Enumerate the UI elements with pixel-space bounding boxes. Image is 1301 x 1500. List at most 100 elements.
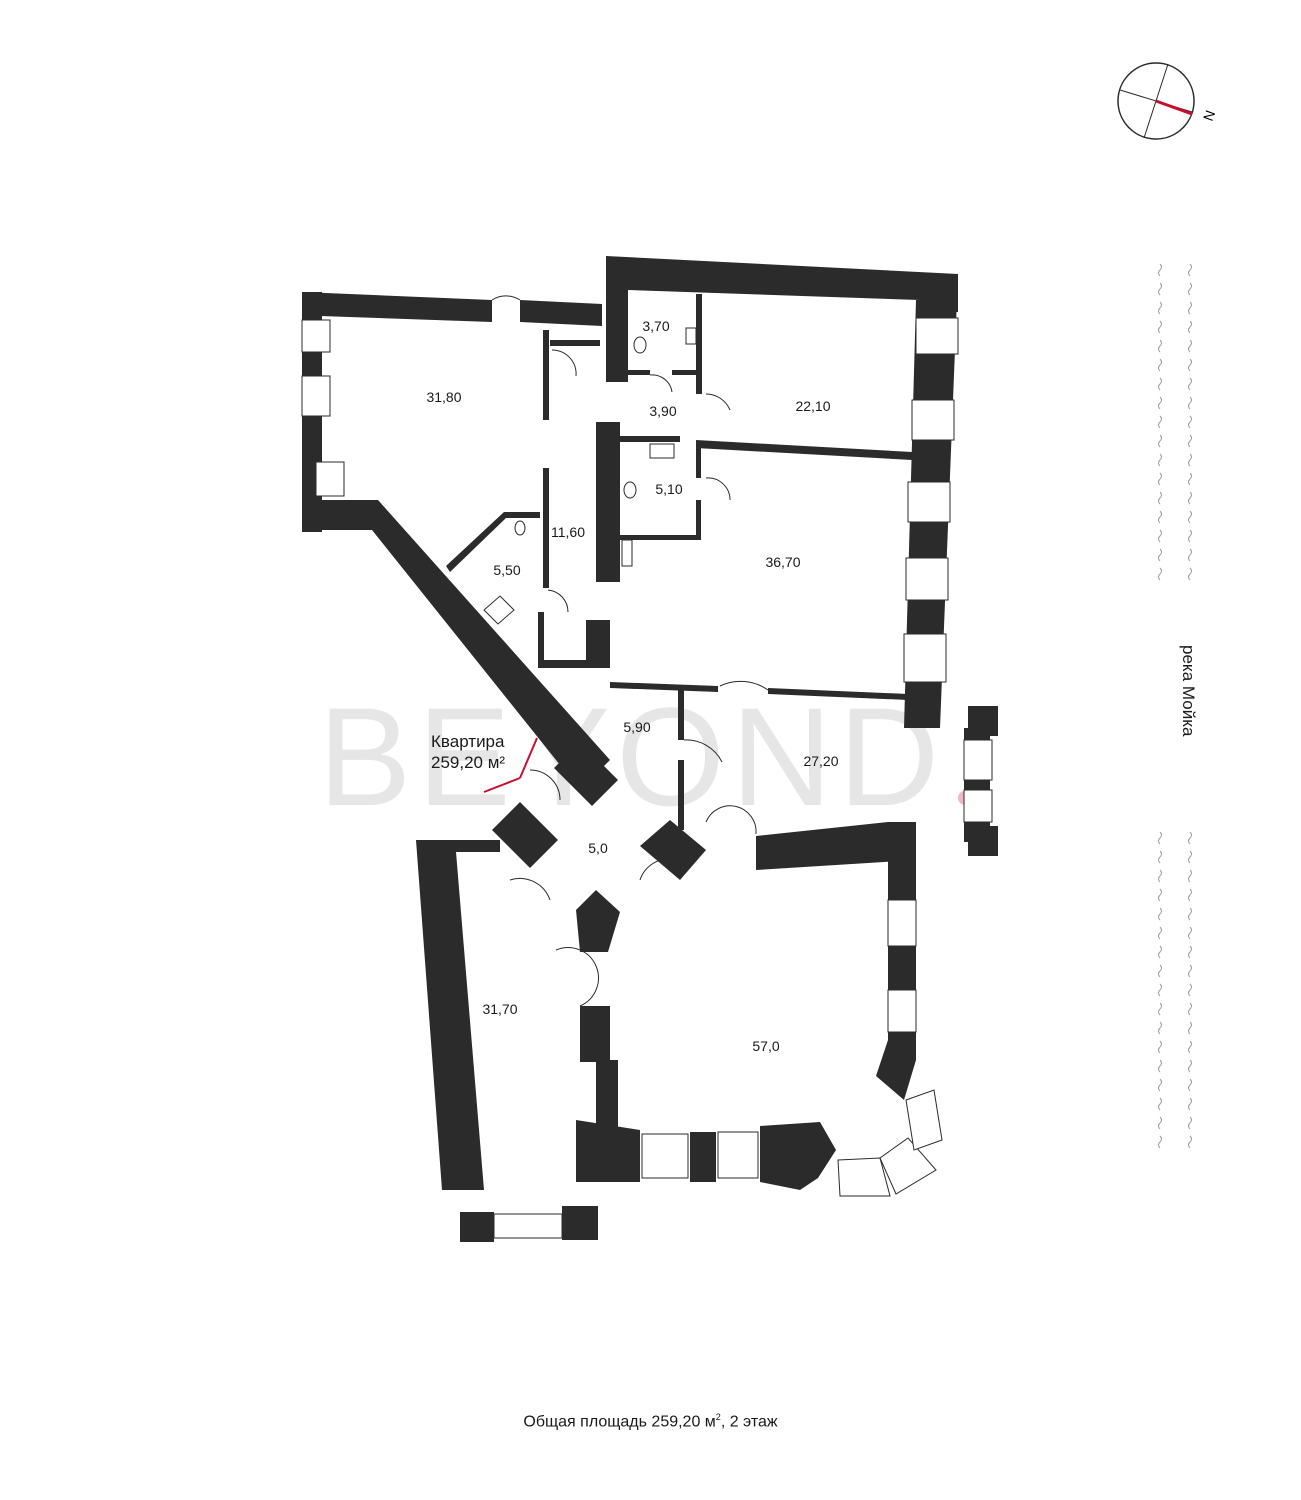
wave-mark: [1188, 263, 1192, 277]
wave-mark: [1188, 945, 1192, 959]
room-area-22-10: 22,10: [795, 398, 830, 414]
room-area-31-80: 31,80: [426, 389, 461, 405]
apartment-label: Квартира 259,20 м²: [431, 732, 538, 793]
wave-mark: [1158, 907, 1162, 921]
wave-mark: [1188, 907, 1192, 921]
wave-mark: [1188, 339, 1192, 353]
footer-text-end: , 2 этаж: [720, 1413, 778, 1431]
wave-mark: [1188, 1002, 1192, 1016]
wave-mark: [1188, 358, 1192, 372]
wave-mark: [1158, 1116, 1162, 1130]
wave-mark: [1188, 472, 1192, 486]
wave-mark: [1188, 415, 1192, 429]
wave-mark: [1158, 1135, 1162, 1149]
wave-mark: [1188, 434, 1192, 448]
wave-mark: [1188, 831, 1192, 845]
wave-mark: [1158, 320, 1162, 334]
river-waves-bottom: [1158, 831, 1192, 1149]
fixtures: [483, 327, 697, 625]
wave-mark: [1158, 1059, 1162, 1073]
apartment-entrance-marker: [519, 737, 538, 779]
wave-mark: [1158, 983, 1162, 997]
compass: N: [1117, 62, 1218, 140]
wave-mark: [1188, 983, 1192, 997]
wave-mark: [1188, 888, 1192, 902]
wave-mark: [1188, 320, 1192, 334]
wave-mark: [1158, 377, 1162, 391]
room-area-11-60: 11,60: [551, 524, 585, 540]
wave-mark: [1188, 301, 1192, 315]
river-label: река Мойка: [1179, 645, 1198, 737]
wave-mark: [1188, 453, 1192, 467]
room-area-3-70: 3,70: [642, 318, 669, 334]
room-area-5-0: 5,0: [588, 840, 608, 856]
wave-mark: [1188, 529, 1192, 543]
wave-mark: [1188, 510, 1192, 524]
wave-mark: [1158, 529, 1162, 543]
footer-sup: 2: [715, 1412, 721, 1422]
wave-mark: [1188, 964, 1192, 978]
wave-mark: [1158, 472, 1162, 486]
north-needle: [1155, 99, 1193, 116]
footer-text: Общая площадь 259,20 м: [523, 1413, 716, 1431]
wave-mark: [1188, 1097, 1192, 1111]
room-area-31-70: 31,70: [482, 1001, 517, 1017]
wave-mark: [1188, 1040, 1192, 1054]
wave-mark: [1158, 926, 1162, 940]
wave-mark: [1158, 301, 1162, 315]
watermark: BEYOND: [318, 678, 945, 835]
wave-mark: [1158, 434, 1162, 448]
wave-mark: [1158, 510, 1162, 524]
wave-mark: [1188, 926, 1192, 940]
wave-mark: [1158, 339, 1162, 353]
wave-mark: [1158, 396, 1162, 410]
wave-mark: [1158, 1002, 1162, 1016]
wave-mark: [1188, 869, 1192, 883]
wave-mark: [1158, 1021, 1162, 1035]
wave-mark: [1158, 453, 1162, 467]
wave-mark: [1158, 945, 1162, 959]
wave-mark: [1158, 358, 1162, 372]
wave-mark: [1158, 1097, 1162, 1111]
doors: [491, 295, 769, 1007]
apartment-area: 259,20 м²: [431, 753, 505, 772]
windows: [301, 317, 993, 1239]
wave-mark: [1158, 491, 1162, 505]
wave-mark: [1188, 396, 1192, 410]
north-label: N: [1200, 108, 1218, 123]
wave-mark: [1188, 282, 1192, 296]
wave-mark: [1158, 888, 1162, 902]
wave-mark: [1188, 1116, 1192, 1130]
wave-mark: [1188, 850, 1192, 864]
wave-mark: [1188, 567, 1192, 581]
wave-mark: [1158, 869, 1162, 883]
wave-mark: [1158, 263, 1162, 277]
room-area-5-10: 5,10: [655, 481, 682, 497]
wave-mark: [1158, 1078, 1162, 1092]
wave-mark: [1188, 1059, 1192, 1073]
room-area-3-90: 3,90: [649, 403, 676, 419]
room-area-36-70: 36,70: [765, 554, 800, 570]
wave-mark: [1158, 282, 1162, 296]
wave-mark: [1188, 491, 1192, 505]
room-area-27-20: 27,20: [803, 753, 838, 769]
room-labels: 31,80 3,70 3,90 22,10 5,10 11,60 5,50 36…: [426, 318, 838, 1054]
wave-mark: [1188, 1078, 1192, 1092]
river-waves-top: [1158, 263, 1192, 581]
wave-mark: [1188, 1021, 1192, 1035]
wave-mark: [1158, 415, 1162, 429]
wave-mark: [1158, 1040, 1162, 1054]
apartment-title: Квартира: [431, 732, 505, 751]
wave-mark: [1158, 831, 1162, 845]
wave-mark: [1188, 377, 1192, 391]
room-area-5-90: 5,90: [623, 719, 650, 735]
wave-mark: [1158, 548, 1162, 562]
room-area-5-50: 5,50: [493, 562, 520, 578]
wave-mark: [1158, 964, 1162, 978]
wave-mark: [1188, 1135, 1192, 1149]
room-area-57-0: 57,0: [752, 1038, 779, 1054]
wave-mark: [1158, 567, 1162, 581]
wave-mark: [1158, 850, 1162, 864]
wave-mark: [1188, 548, 1192, 562]
